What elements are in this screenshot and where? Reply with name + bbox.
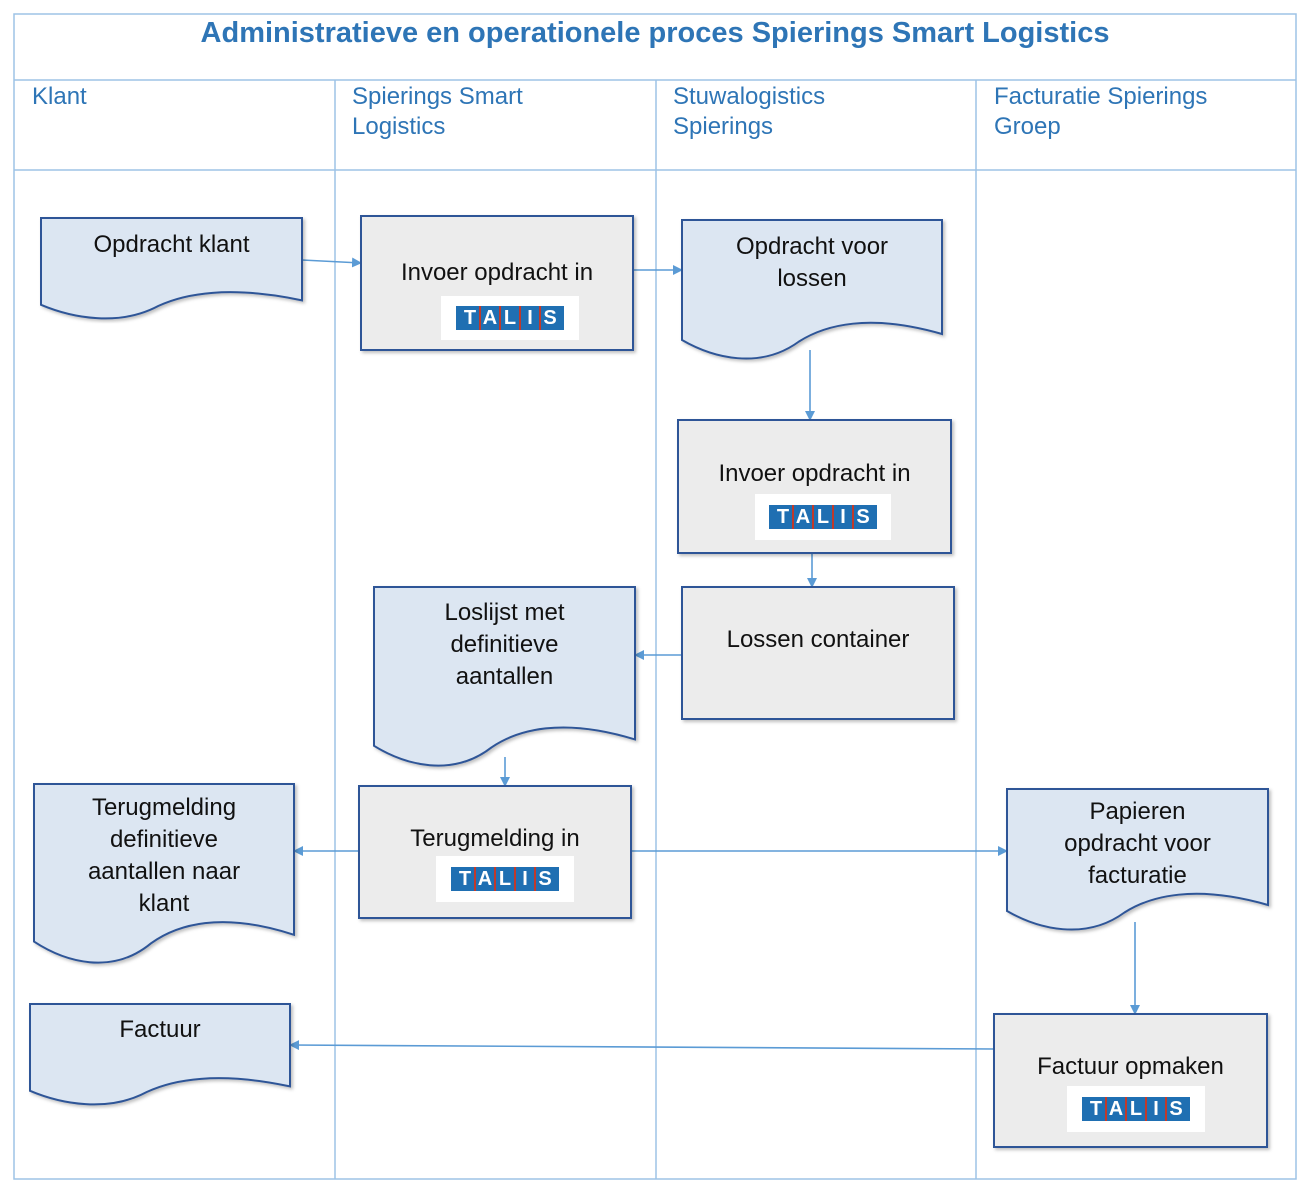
node-label-line: aantallen naar — [87, 858, 241, 885]
node-label-line: Factuur opmaken — [1037, 1053, 1224, 1080]
lane-header-line: Klant — [32, 83, 87, 110]
node-label-line: Terugmelding in — [410, 825, 580, 852]
node-label-factuur: Factuur — [30, 1014, 290, 1046]
node-label-lossen-container: Lossen container — [682, 624, 954, 656]
node-label-line: Papieren — [1089, 798, 1186, 825]
node-label-line: facturatie — [1088, 862, 1187, 889]
node-label-line: aantallen — [455, 663, 554, 690]
node-label-line: Terugmelding — [91, 794, 237, 821]
node-label-line: lossen — [777, 265, 847, 292]
arrow-factuur-opmaken-to-factuur — [289, 1040, 995, 1051]
process-shape-lossen-container — [681, 586, 955, 720]
node-label-line: Lossen container — [726, 626, 910, 653]
node-label-line: Factuur — [119, 1016, 201, 1043]
lane-header-line: Facturatie Spierings — [994, 83, 1208, 110]
node-label-line: Loslijst met — [444, 599, 565, 626]
document-shape-opdracht-lossen — [681, 219, 943, 360]
node-label-invoer-stuwa: Invoer opdracht in — [678, 458, 951, 490]
lane-header-line: Spierings Smart — [352, 83, 523, 110]
document-shape-opdracht-klant — [40, 217, 303, 320]
lane-header-line: Groep — [994, 113, 1061, 140]
diagram-title: Administratieve en operationele proces S… — [200, 17, 1110, 49]
node-label-terugmelding-klant: Terugmelding definitieve aantallen naar kla… — [34, 792, 294, 920]
node-label-line: opdracht voor — [1064, 830, 1211, 857]
node-label-line: Opdracht klant — [93, 231, 250, 258]
node-label-opdracht-klant: Opdracht klant — [41, 229, 302, 261]
lane-header-facturatie: Facturatie Spierings Groep — [994, 80, 1294, 170]
node-label-loslijst: Loslijst met definitieve aantallen — [374, 597, 635, 693]
document-shape-terugmelding-klant — [33, 783, 295, 964]
lane-header-line: Spierings — [673, 113, 774, 140]
lane-header-spierings-smart-logistics: Spierings Smart Logistics — [352, 80, 642, 170]
lane-header-line: Stuwalogistics — [673, 83, 826, 110]
node-label-line: Invoer opdracht in — [400, 259, 594, 286]
node-label-invoer-ssl: Invoer opdracht in — [361, 257, 633, 289]
node-label-line: klant — [138, 890, 190, 917]
lane-header-stuwalogistics: Stuwalogistics Spierings — [673, 80, 963, 170]
document-shape-loslijst — [373, 586, 636, 767]
node-label-line: Invoer opdracht in — [718, 460, 911, 487]
lane-header-line: Logistics — [352, 113, 446, 140]
node-label-line: definitieve — [109, 826, 219, 853]
node-label-opdracht-lossen: Opdracht voor lossen — [682, 231, 942, 295]
arrow-opdracht-klant-to-invoer-ssl — [301, 257, 362, 268]
node-label-factuur-opmaken: Factuur opmaken — [994, 1051, 1267, 1083]
lane-header-klant: Klant — [32, 80, 322, 170]
node-label-papieren-opdracht: Papieren opdracht voor facturatie — [1007, 796, 1268, 892]
node-label-line: Opdracht voor — [735, 233, 889, 260]
node-label-line: definitieve — [450, 631, 559, 658]
node-label-terugmelding-in: Terugmelding in — [359, 823, 631, 855]
outer-frame — [13, 13, 1297, 1180]
document-shape-papieren-opdracht — [1006, 788, 1269, 931]
document-shape-factuur — [29, 1003, 291, 1106]
